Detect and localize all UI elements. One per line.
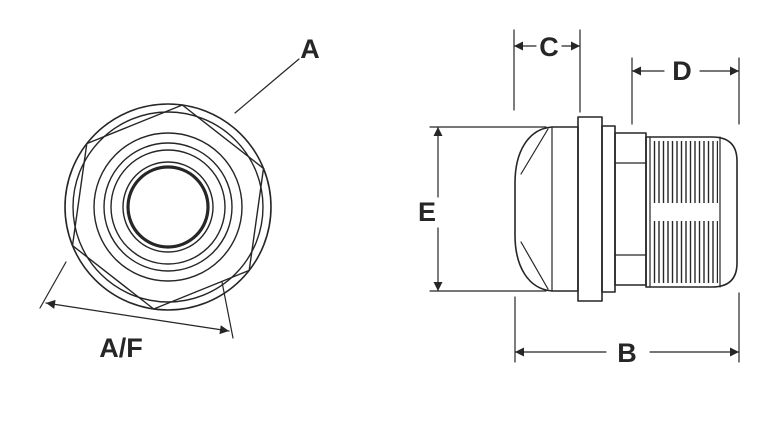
c-dimension: C — [513, 29, 581, 113]
af-extension-line-right — [221, 281, 234, 339]
flange-rect — [577, 116, 603, 302]
outer-body-circle — [64, 103, 272, 311]
label-c: C — [539, 32, 559, 62]
dome-facet-line-top — [520, 128, 549, 175]
cap-outline — [645, 136, 738, 288]
front-view: A A/F — [39, 34, 320, 363]
ring-circle-1 — [93, 132, 243, 282]
af-dimension: A/F — [39, 261, 234, 363]
label-af: A/F — [99, 333, 143, 363]
bore-circle-outer — [122, 161, 214, 253]
label-a-leader-line — [234, 58, 300, 114]
side-view: C D E — [418, 29, 740, 368]
bore-circle — [126, 165, 210, 249]
label-e: E — [418, 197, 436, 227]
dome-body-outline — [514, 126, 579, 292]
d-dimension: D — [631, 56, 740, 125]
e-dimension: E — [418, 126, 547, 292]
af-extension-line-left — [39, 261, 67, 309]
hex-body-rect — [614, 132, 647, 286]
af-dimension-line-left — [45, 299, 138, 318]
knurl-band-top — [652, 141, 718, 203]
label-d: D — [672, 56, 692, 86]
knurl-band-bottom — [652, 221, 718, 283]
ring-circle-3 — [110, 149, 226, 265]
label-b: B — [617, 338, 637, 368]
label-a: A — [300, 34, 320, 64]
b-dimension: B — [514, 292, 740, 368]
af-dimension-line-right — [136, 316, 230, 335]
ring-circle-2 — [103, 142, 233, 272]
hex-flats-polygon — [71, 104, 265, 310]
washer-rect — [601, 125, 616, 293]
chamfer-circle — [72, 111, 264, 303]
dome-facet-line-bottom — [520, 241, 549, 290]
